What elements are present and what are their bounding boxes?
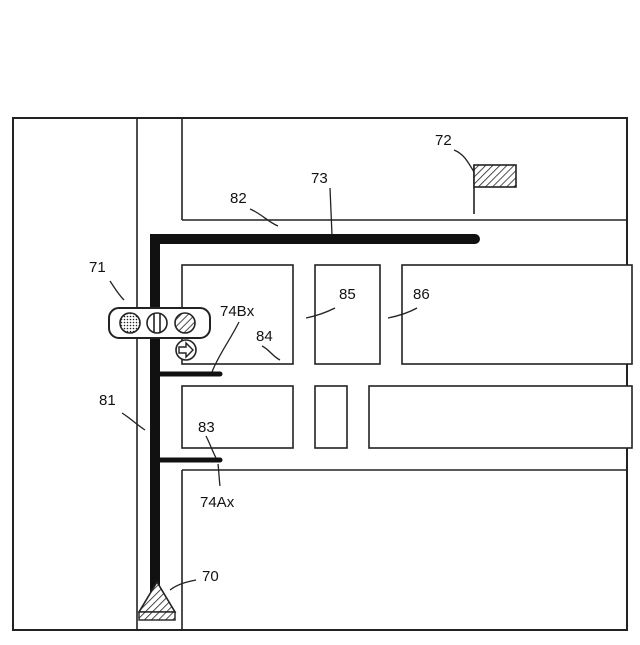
block-83 [182,386,293,448]
block-small [315,386,347,448]
label-74Ax: 74Ax [200,494,235,511]
block-86 [402,265,632,364]
city-blocks [182,265,632,448]
right-arrow-icon [176,340,196,360]
block-85 [315,265,380,364]
block-long [369,386,632,448]
label-71: 71 [89,259,106,276]
label-84: 84 [256,328,273,345]
label-74Bx: 74Bx [220,303,255,320]
flag-icon [474,165,516,214]
traffic-light-icon [109,308,210,338]
label-83: 83 [198,419,215,436]
triangle-hatched-icon [139,582,175,620]
label-81: 81 [99,392,116,409]
map-frame [13,118,627,630]
label-82: 82 [230,190,247,207]
label-73: 73 [311,170,328,187]
label-72: 72 [435,132,452,149]
label-70: 70 [202,568,219,585]
label-85: 85 [339,286,356,303]
leader-lines [110,150,474,590]
label-86: 86 [413,286,430,303]
